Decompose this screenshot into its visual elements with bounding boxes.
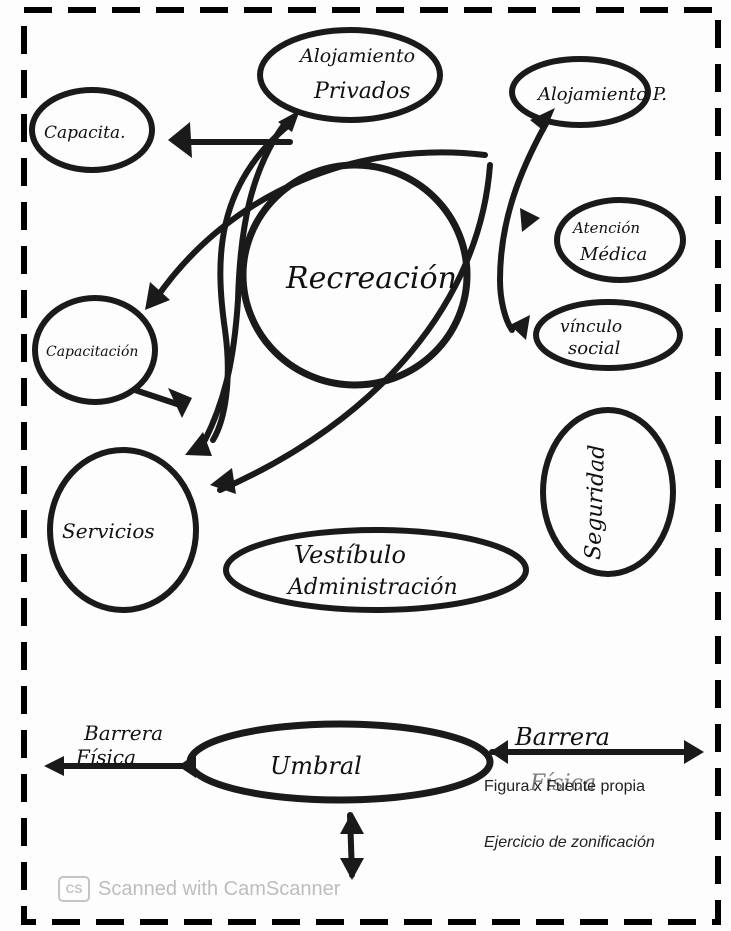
arrowhead-servicios-2-icon <box>185 432 212 456</box>
label-barrera-der-1: Barrera <box>514 723 610 751</box>
arrowhead-servicios-3-icon <box>210 468 236 494</box>
arrowhead-barrera-izq-icon <box>44 756 64 776</box>
label-alojamiento-privados-2: Privados <box>313 79 411 104</box>
label-vestibulo-1: Vestíbulo <box>294 541 406 569</box>
bubble-alojamiento-p <box>509 56 651 128</box>
figure-subtitle: Ejercicio de zonificación <box>484 834 655 851</box>
arrowhead-umbral-izq-icon <box>178 754 196 778</box>
bubble-atencion-medica <box>554 197 686 283</box>
bubble-vestibulo <box>223 527 529 613</box>
line-privados-servicios <box>202 119 289 443</box>
label-atencion-medica-2: Médica <box>579 244 647 265</box>
arrowhead-down-icon <box>340 858 364 880</box>
label-recreacion: Recreación <box>285 261 457 296</box>
label-vestibulo-2: Administración <box>286 575 458 600</box>
arrowhead-barrera-der-icon <box>684 740 704 764</box>
label-barrera-izq-2: Física <box>75 745 136 769</box>
label-barrera-izq-1: Barrera <box>83 721 163 745</box>
bubble-capacitacion <box>32 295 158 405</box>
label-seguridad: Seguridad <box>581 444 610 560</box>
arrowhead-privados-icon <box>278 110 300 132</box>
arrowhead-vinculo-icon <box>510 315 530 340</box>
label-vinculo-2: social <box>568 338 621 359</box>
figure-caption: Figura x Fuente propia <box>484 778 645 795</box>
line-capacitacion-servicios <box>132 387 183 408</box>
arrow-heads <box>44 108 704 880</box>
arrowhead-capacita-icon <box>168 122 192 158</box>
arrowhead-capacitacion-icon <box>145 282 170 310</box>
bubble-alojamiento-privados <box>257 27 443 123</box>
arrowhead-servicios-icon <box>168 388 192 418</box>
dashed-border <box>21 7 721 925</box>
camscanner-watermark: CS Scanned with CamScanner <box>58 876 340 902</box>
line-alojamiento-servicios <box>217 162 493 493</box>
label-alojamiento-privados-1: Alojamiento <box>298 45 415 67</box>
arrowhead-alojamiento-icon <box>530 108 555 132</box>
watermark-text: Scanned with CamScanner <box>98 877 341 900</box>
label-alojamiento-p: Alojamiento P. <box>536 84 667 105</box>
bubble-vinculo-social <box>533 299 683 371</box>
line-alojamiento-capacitacion <box>152 149 488 303</box>
line-alojamiento-vinculo <box>496 117 551 333</box>
camscanner-logo-icon: CS <box>58 876 90 902</box>
bubble-seguridad <box>540 407 676 577</box>
label-barrera-der-2: Física <box>529 771 596 796</box>
label-vinculo-1: vínculo <box>560 317 622 337</box>
connection-lines <box>55 117 693 878</box>
arrowhead-umbral-der-icon <box>490 740 508 764</box>
label-capacitacion: Capacitación <box>46 344 138 360</box>
arrowhead-up-icon <box>340 812 364 834</box>
label-umbral: Umbral <box>270 752 362 780</box>
line-privados-servicios-2 <box>210 121 293 443</box>
label-atencion-medica-1: Atención <box>571 219 640 237</box>
label-capacita-top: Capacita. <box>44 123 126 143</box>
bubble-capacita-top <box>29 87 155 173</box>
arrowhead-atencion-icon <box>520 208 540 232</box>
label-servicios: Servicios <box>62 519 155 543</box>
bubble-servicios <box>47 447 199 613</box>
